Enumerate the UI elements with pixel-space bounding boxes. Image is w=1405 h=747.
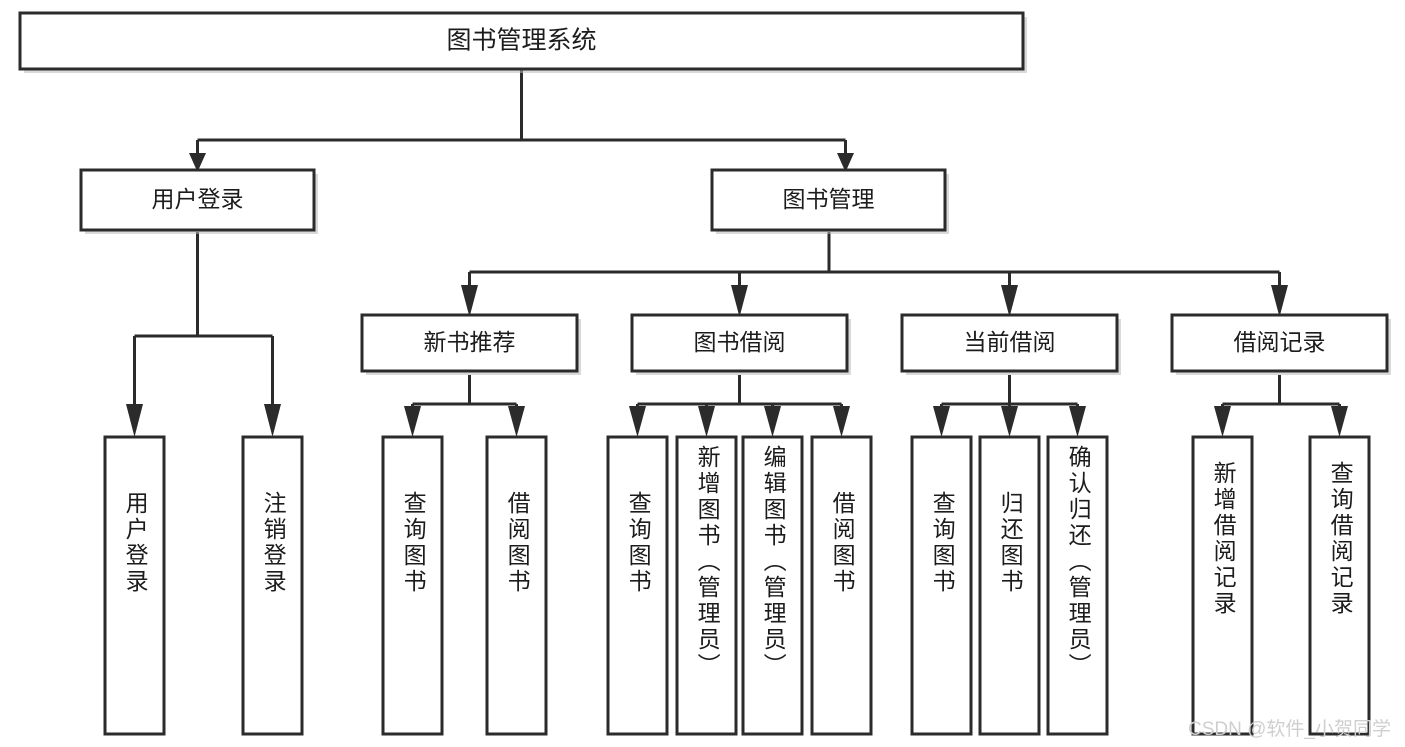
arrow-head-cb-leaf-1: [933, 406, 950, 437]
arrow-head-nb-leaf-1: [404, 406, 421, 437]
arrow-head-br-leaf-1: [1214, 406, 1231, 437]
arrow-head-cb-leaf-2: [1001, 406, 1018, 437]
leaf-box-bb-borrow-book[interactable]: [810, 435, 873, 736]
arrow-head-bb-leaf-2: [698, 406, 715, 437]
leaf-box-bb-edit-book[interactable]: [741, 435, 804, 736]
leaf-box-cb-return-book[interactable]: [978, 435, 1041, 736]
arrow-head-bb-leaf-4: [833, 406, 850, 437]
borrow-record-node-box[interactable]: [1170, 313, 1389, 373]
arrow-head-bb-leaf-3: [764, 406, 781, 437]
leaf-box-bb-query-book[interactable]: [606, 435, 669, 736]
leaf-box-nb-query-book[interactable]: [381, 435, 444, 736]
new-book-node-label: 新书推荐: [424, 329, 516, 355]
leaf-box-user-login[interactable]: [103, 435, 166, 736]
root-node-box[interactable]: [18, 11, 1025, 71]
new-book-node-box[interactable]: [360, 313, 579, 373]
arrow-head-leaf-logout: [264, 404, 281, 437]
root-node-label: 图书管理系统: [446, 27, 596, 55]
arrow-head-borrow-record: [1271, 285, 1288, 317]
csdn-watermark: CSDN @软件_小贺同学: [1188, 719, 1391, 740]
leaf-box-nb-borrow-book[interactable]: [485, 435, 548, 736]
arrow-head-new-book: [461, 285, 478, 317]
arrow-head-book-borrow: [731, 285, 748, 317]
connectors: [126, 69, 1348, 437]
book-mgmt-node-box[interactable]: [710, 168, 947, 232]
leaf-box-br-query-record[interactable]: [1308, 435, 1371, 736]
leaf-box-bb-add-book[interactable]: [675, 435, 738, 736]
book-borrow-node-box[interactable]: [630, 313, 849, 373]
book-mgmt-node-label: 图书管理: [783, 186, 875, 212]
leaf-box-br-add-record[interactable]: [1191, 435, 1254, 736]
borrow-record-node-label: 借阅记录: [1234, 329, 1326, 355]
leaf-box-cb-confirm-return[interactable]: [1046, 435, 1109, 736]
arrow-head-leaf-user-login: [126, 404, 143, 437]
nodes: 图书管理系统 用户登录 图书管理 新书推荐 图书借阅 当前借阅 借阅记录: [18, 11, 1391, 736]
arrow-head-cb-leaf-3: [1069, 406, 1086, 437]
leaf-box-logout[interactable]: [241, 435, 304, 736]
arrow-head-book-mgmt: [837, 153, 854, 172]
leaf-box-cb-query-book[interactable]: [910, 435, 973, 736]
arrow-head-bb-leaf-1: [629, 406, 646, 437]
arrow-head-br-leaf-2: [1331, 406, 1348, 437]
current-borrow-node-label: 当前借阅: [964, 329, 1056, 355]
user-login-node-label: 用户登录: [152, 186, 244, 212]
arrow-head-user-login: [189, 153, 206, 172]
arrow-head-nb-leaf-2: [508, 406, 525, 437]
current-borrow-node-box[interactable]: [900, 313, 1119, 373]
book-borrow-node-label: 图书借阅: [694, 329, 786, 355]
user-login-node-box[interactable]: [79, 168, 316, 232]
arrow-head-current-borrow: [1001, 285, 1018, 317]
